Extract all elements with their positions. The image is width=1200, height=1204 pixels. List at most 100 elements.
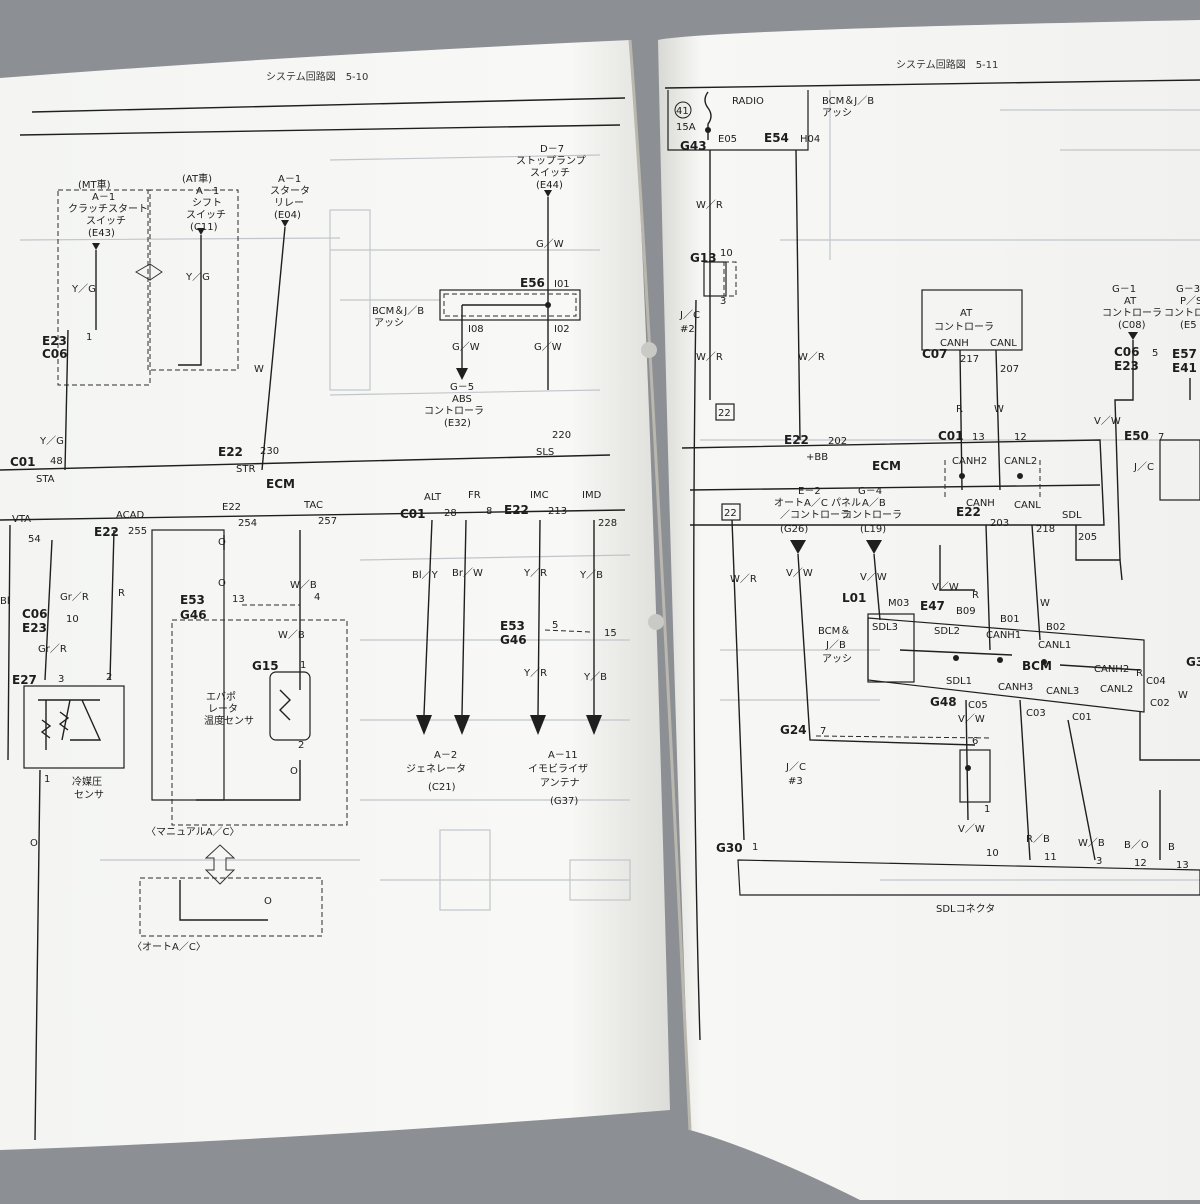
bcm-name: アッシ	[374, 318, 404, 329]
component-code: E－2	[798, 486, 821, 497]
connector-code: E50	[1124, 429, 1149, 443]
connector-code: (G26)	[780, 524, 808, 535]
wire-color-label: V／W	[860, 571, 887, 583]
wire-color-label: Gr／R	[38, 643, 67, 655]
sensor-name: エバポ	[206, 691, 236, 703]
manual-ac-label: 〈マニュアルA／C〉	[146, 826, 240, 838]
pin-name: SLS	[536, 447, 554, 458]
pin-number: 48	[50, 456, 63, 467]
component-code: G－3	[1176, 284, 1200, 295]
pin-name: CANL	[990, 338, 1017, 349]
stop-lamp-switch: D－7 ストップランプ スイッチ (E44) G／W	[516, 144, 586, 305]
pin-label: 10	[720, 248, 733, 259]
component-code: D－7	[540, 144, 564, 155]
pin-label: 5	[1152, 348, 1158, 359]
connector-code: E56	[520, 276, 545, 290]
bcm-name: J／B	[825, 639, 846, 651]
wire-color-label: Y／R	[523, 667, 547, 679]
connector-code: C06	[42, 347, 68, 361]
connector-code: G48	[930, 695, 957, 709]
pin-name: STR	[236, 464, 255, 475]
wire-color-label: W／R	[696, 199, 723, 211]
pin-number: 254	[238, 518, 257, 529]
component-name: スタータ	[270, 185, 310, 197]
pin-label: C05	[968, 700, 988, 711]
immobilizer-name: アンテナ	[540, 777, 580, 789]
pin-label: 15	[604, 628, 617, 639]
sensor-name: レータ	[208, 703, 238, 715]
wire-color-label: R	[1136, 668, 1143, 679]
mt-variant-label: (MT車)	[78, 178, 111, 191]
g1-g3-controllers: G－1 AT コントローラ (C08) C06 E23 5 G－3 P／S コン…	[1094, 284, 1200, 561]
wire-color-label: V／W	[958, 713, 985, 725]
wire-color-label: Br／W	[452, 567, 483, 579]
component-code: G－5	[450, 382, 474, 393]
pin-label: 11	[1044, 852, 1057, 863]
connector-code: (E32)	[444, 418, 471, 429]
pin-number: 257	[318, 516, 337, 527]
pin-label: 13	[232, 594, 245, 605]
wire-color-label: Gr／R	[60, 591, 89, 603]
wire-color-label: W	[1040, 598, 1050, 609]
pin-number: 228	[598, 518, 617, 529]
connector-code: (G37)	[550, 796, 578, 807]
component-name: コントロ	[1164, 308, 1200, 319]
wire-color-label: V／W	[958, 823, 985, 835]
wire-color-label: Y／B	[583, 671, 607, 683]
pin-label: 5	[552, 620, 558, 631]
pin-label: H04	[800, 134, 820, 145]
pin-label: 1	[752, 842, 758, 853]
reference-box: 22	[724, 508, 737, 519]
generator-immobilizer-wires: Bl／Y Br／W Y／R Y／B E53 G46 5 15 Y／R Y／B A…	[406, 519, 617, 807]
pin-name: SDL1	[946, 676, 972, 687]
pin-number: 205	[1078, 532, 1097, 543]
jc-name: J／C	[679, 309, 700, 321]
pin-name: STA	[36, 474, 55, 485]
bcm-junction-block-right: L01 M03 E47 B09 B01 B02 BCM＆ J／B アッシ SDL…	[818, 591, 1200, 725]
component-name: ストップランプ	[516, 155, 586, 167]
connector-code: E23	[22, 621, 47, 635]
ecm-label: ECM	[872, 459, 901, 473]
pin-label: 6	[972, 736, 978, 747]
connector-code: G13	[690, 251, 717, 265]
pin-number: 28	[444, 508, 457, 519]
svg-text:O: O	[218, 578, 226, 589]
pin-label: E05	[718, 134, 737, 145]
left-page-header: システム回路図 5-10	[266, 70, 368, 83]
clutch-start-switch: (MT車) A－1 クラッチスタート スイッチ (E43) Y／G	[57, 178, 151, 386]
controller-name: コントローラ	[934, 321, 994, 333]
pin-number: 12	[1014, 432, 1027, 443]
pin-number: 54	[28, 534, 41, 545]
connector-code: (E44)	[536, 180, 563, 191]
pin-label: C02	[1150, 698, 1170, 709]
component-name: リレー	[274, 198, 304, 209]
pin-label: 4	[314, 592, 320, 603]
pin-label: 2	[106, 672, 112, 683]
connector-code: L01	[842, 591, 866, 605]
svg-text:O: O	[30, 838, 38, 849]
right-page-header: システム回路図 5-11	[896, 58, 998, 71]
connector-code: G15	[252, 659, 279, 673]
bcm-name: BCM＆J／B	[822, 95, 874, 107]
wire-color-label: Bl／Y	[412, 569, 439, 581]
pin-name: VTA	[12, 514, 31, 525]
wire-color-label: Bl	[0, 596, 10, 607]
connector-code: E22	[504, 503, 529, 517]
pin-name: CANH	[940, 338, 969, 349]
binding-hole-top	[641, 342, 657, 358]
connector-code: C01	[10, 455, 36, 469]
pin-label: 10	[986, 848, 999, 859]
pin-label: 12	[1134, 858, 1147, 869]
jc-name: #2	[680, 324, 695, 335]
immobilizer-name: イモビライザ	[528, 763, 588, 775]
component-code: A－1	[92, 192, 115, 203]
component-code: G－4	[858, 486, 882, 497]
pin-label: 1	[300, 660, 306, 671]
pin-number: 218	[1036, 524, 1055, 535]
pin-label: I08	[468, 324, 484, 335]
bcm-name: アッシ	[822, 654, 852, 665]
pin-number: 203	[990, 518, 1009, 529]
connector-code: E22	[94, 525, 119, 539]
connector-code: G46	[500, 633, 527, 647]
